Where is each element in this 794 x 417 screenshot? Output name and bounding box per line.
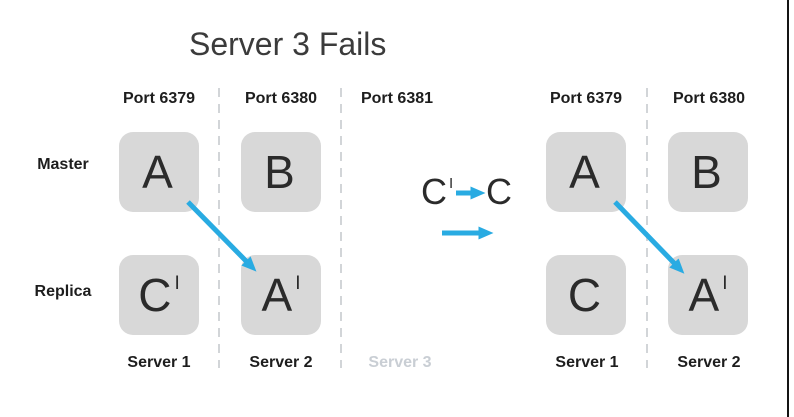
- column-divider: [646, 88, 648, 368]
- prime-mark: I: [174, 273, 180, 294]
- server-label: Server 1: [555, 354, 619, 371]
- node-letter: A: [142, 146, 173, 198]
- server-label: Server 2: [249, 354, 313, 371]
- row-label-replica: Replica: [34, 283, 92, 300]
- prime-mark: I: [722, 273, 728, 294]
- page-title: Server 3 Fails: [189, 26, 387, 62]
- node-letter: B: [691, 146, 722, 198]
- node-box-master-b-right: B: [668, 132, 748, 212]
- port-label: Port 6380: [244, 90, 318, 107]
- row-label-master: Master: [37, 156, 89, 173]
- prime-mark: I: [295, 273, 301, 294]
- server-label-failed: Server 3: [368, 354, 432, 371]
- port-label: Port 6379: [549, 90, 623, 107]
- prime-mark: I: [449, 175, 454, 192]
- node-letter: A: [569, 146, 600, 198]
- column-divider: [340, 88, 342, 368]
- server-label: Server 2: [677, 354, 741, 371]
- port-label: Port 6381: [360, 90, 434, 107]
- image-edge-line: [787, 0, 789, 417]
- server-label: Server 1: [127, 354, 191, 371]
- node-box-master-a-right: A: [546, 132, 626, 212]
- node-letter: B: [264, 146, 295, 198]
- node-letter: C: [567, 269, 602, 321]
- failover-arrow-right: [613, 200, 685, 274]
- node-letter: A: [688, 269, 720, 321]
- node-box-replica-c-right: C: [546, 255, 626, 335]
- node-letter: A: [261, 269, 293, 321]
- column-divider: [218, 88, 220, 368]
- node-box-master-a-left: A: [119, 132, 199, 212]
- node-box-master-b-left: B: [241, 132, 321, 212]
- transition-to: C: [486, 171, 512, 212]
- port-label: Port 6380: [672, 90, 746, 107]
- node-letter: C: [138, 269, 172, 321]
- port-label: Port 6379: [122, 90, 196, 107]
- transition-from-letter: C: [421, 171, 447, 212]
